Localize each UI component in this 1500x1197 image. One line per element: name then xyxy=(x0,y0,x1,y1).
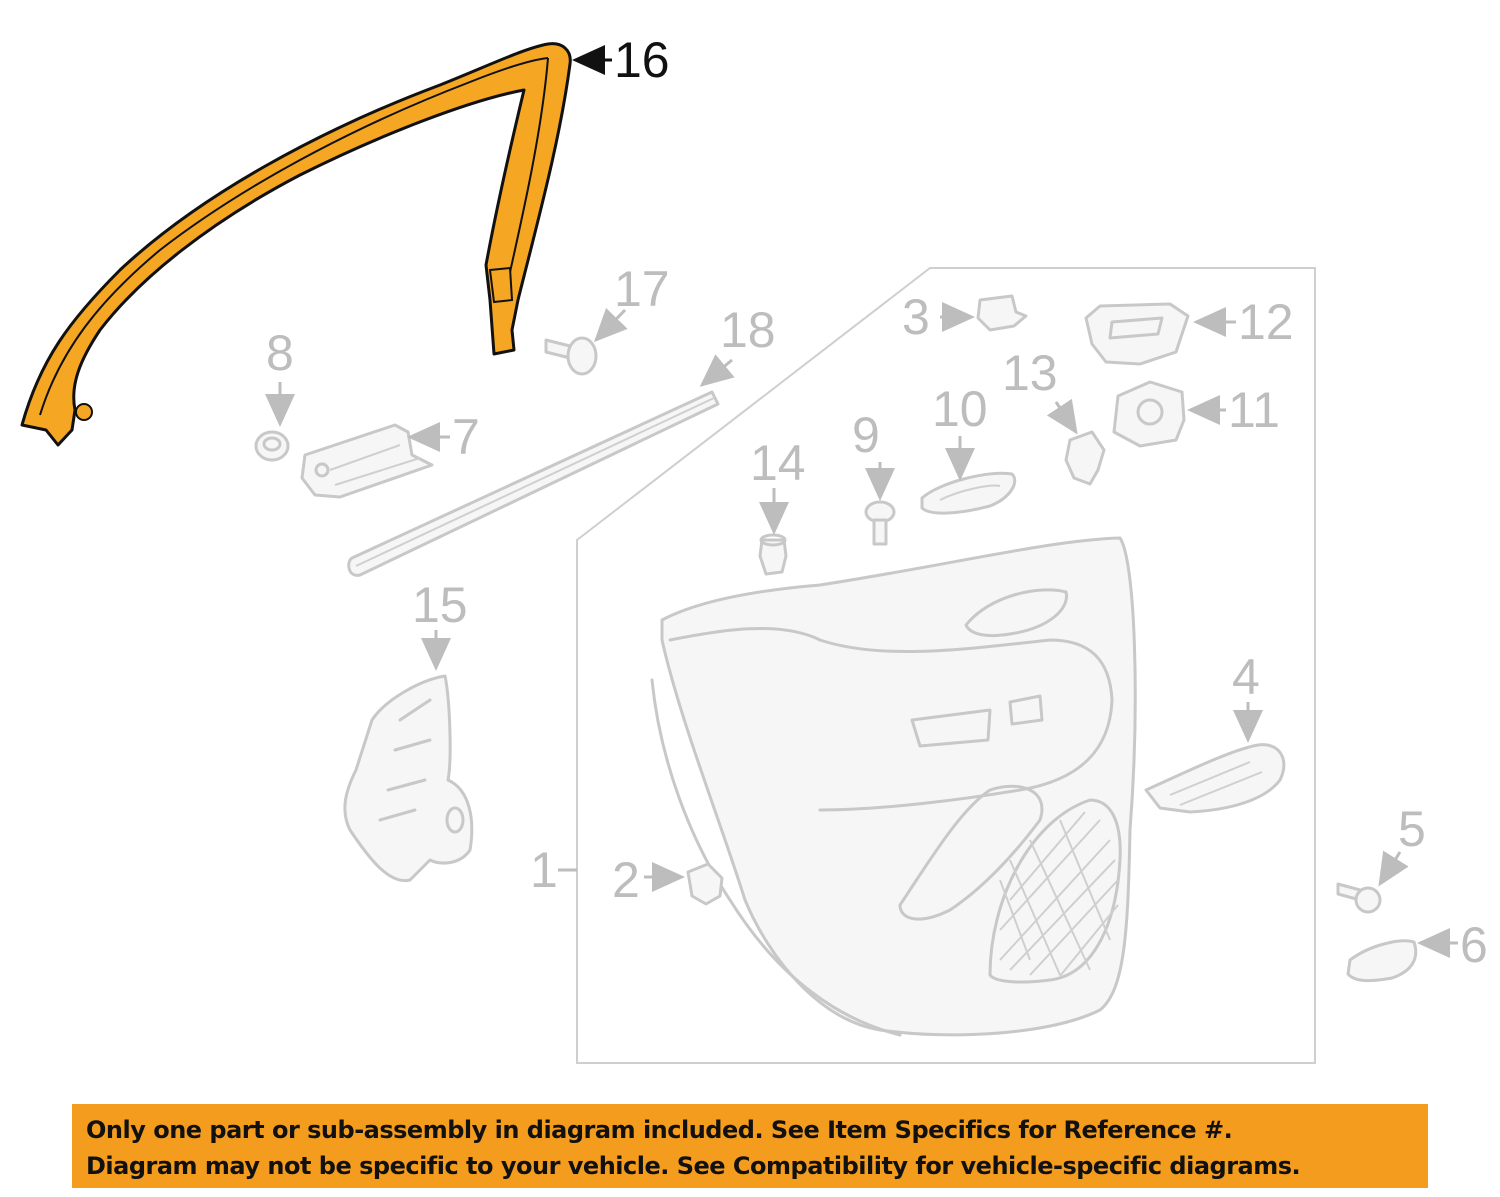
svg-text:4: 4 xyxy=(1232,649,1260,705)
svg-text:15: 15 xyxy=(412,577,468,633)
part-5-screw xyxy=(1336,882,1382,914)
svg-text:1: 1 xyxy=(530,842,558,898)
disclaimer-line-1: Only one part or sub-assembly in diagram… xyxy=(86,1116,1233,1144)
svg-text:16: 16 xyxy=(614,32,670,88)
part-12-switch-bezel xyxy=(1084,302,1190,366)
callout-1: 1 xyxy=(530,842,577,898)
part-10-pull-cup xyxy=(920,471,1017,515)
part-18-belt-strip xyxy=(347,390,720,577)
callout-3: 3 xyxy=(902,289,975,345)
part-1-door-trim-panel xyxy=(650,536,1137,1037)
callout-9: 9 xyxy=(852,407,895,501)
callout-16: 16 xyxy=(572,32,670,88)
callout-8: 8 xyxy=(265,325,295,427)
svg-text:14: 14 xyxy=(750,435,806,491)
svg-text:11: 11 xyxy=(1228,382,1280,438)
svg-text:10: 10 xyxy=(932,381,988,437)
callout-7: 7 xyxy=(407,409,480,465)
callout-2: 2 xyxy=(612,852,685,908)
callout-18: 18 xyxy=(699,302,776,387)
svg-text:8: 8 xyxy=(266,325,294,381)
part-16-window-channel xyxy=(20,42,572,447)
part-9-screw xyxy=(864,500,896,546)
callout-12: 12 xyxy=(1193,294,1294,350)
callout-11: 11 xyxy=(1187,382,1280,438)
part-11-switch xyxy=(1112,380,1186,448)
callout-17: 17 xyxy=(593,261,670,343)
panel-frame-outline xyxy=(576,267,1316,1064)
callout-6: 6 xyxy=(1417,917,1488,973)
part-17-screw xyxy=(544,336,598,376)
callout-14: 14 xyxy=(750,435,806,535)
part-15-deflector xyxy=(343,674,474,883)
svg-text:12: 12 xyxy=(1238,294,1294,350)
svg-text:3: 3 xyxy=(902,289,930,345)
disclaimer-line-2: Diagram may not be specific to your vehi… xyxy=(86,1152,1301,1180)
svg-text:13: 13 xyxy=(1002,345,1058,401)
svg-text:9: 9 xyxy=(852,407,880,463)
part-8-grommet xyxy=(254,430,290,462)
svg-text:7: 7 xyxy=(452,409,480,465)
disclaimer-banner: Only one part or sub-assembly in diagram… xyxy=(72,1104,1428,1188)
callout-13: 13 xyxy=(1002,345,1078,435)
part-14-push-pin xyxy=(758,533,788,576)
svg-text:2: 2 xyxy=(612,852,640,908)
part-2-push-retainer xyxy=(686,862,724,906)
svg-text:17: 17 xyxy=(614,261,670,317)
part-3-clip xyxy=(976,294,1028,332)
svg-text:6: 6 xyxy=(1460,917,1488,973)
part-4-bracket xyxy=(1144,743,1286,814)
callout-10: 10 xyxy=(932,381,988,481)
part-7-bracket xyxy=(300,423,434,499)
callout-5: 5 xyxy=(1378,801,1426,887)
callout-15: 15 xyxy=(412,577,468,671)
svg-text:5: 5 xyxy=(1398,801,1426,857)
callout-4: 4 xyxy=(1232,649,1263,743)
svg-text:18: 18 xyxy=(720,302,776,358)
part-6-cover xyxy=(1346,939,1418,983)
part-13-retainer-clip xyxy=(1064,430,1106,486)
